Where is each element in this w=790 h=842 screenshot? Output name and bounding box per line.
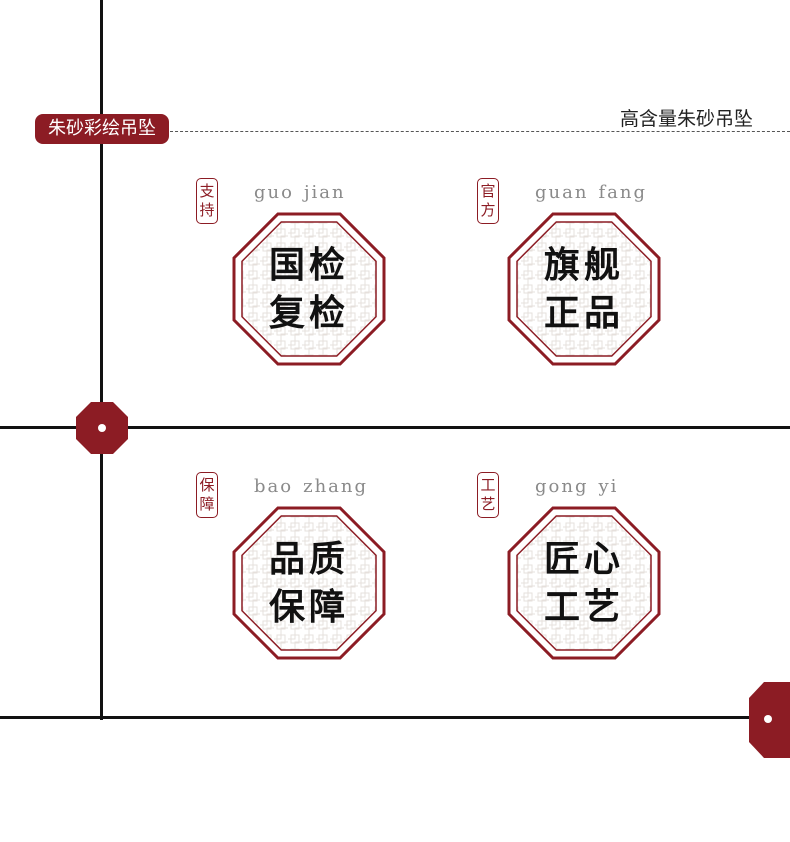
- badge-line: 匠心: [543, 538, 624, 580]
- horizontal-line-top: [0, 426, 790, 429]
- octagon-inner-frame: [516, 221, 652, 357]
- octagon-inner-frame: [241, 515, 377, 651]
- badge-line: 正品: [543, 292, 624, 334]
- octagon-badge: 匠心 工艺: [507, 506, 661, 660]
- subtitle: 高含量朱砂吊坠: [620, 108, 754, 130]
- octagon-badge: 旗舰 正品: [507, 212, 661, 366]
- badge-line: 旗舰: [543, 244, 624, 286]
- seal-stamp: 支 持: [196, 178, 220, 226]
- badge-line: 复检: [268, 292, 349, 334]
- seal-stamp: 保 障: [196, 472, 220, 520]
- badge-line: 国检: [268, 244, 349, 286]
- octagon-node-icon: [76, 402, 128, 454]
- badge-line: 保障: [268, 586, 349, 628]
- badge-line: 工艺: [543, 586, 624, 628]
- title-tag: 朱砂彩绘吊坠: [35, 114, 169, 144]
- octagon-inner-frame: [516, 515, 652, 651]
- vertical-line: [100, 0, 103, 720]
- octagon-node-icon: [749, 682, 790, 758]
- horizontal-line-bottom: [0, 716, 790, 719]
- octagon-badge: 国检 复检: [232, 212, 386, 366]
- octagon-badge: 品质 保障: [232, 506, 386, 660]
- dashed-divider: [165, 131, 790, 132]
- badge-line: 品质: [268, 538, 349, 580]
- seal-stamp: 工 艺: [477, 472, 501, 520]
- octagon-inner-frame: [241, 221, 377, 357]
- seal-stamp: 官 方: [477, 178, 501, 226]
